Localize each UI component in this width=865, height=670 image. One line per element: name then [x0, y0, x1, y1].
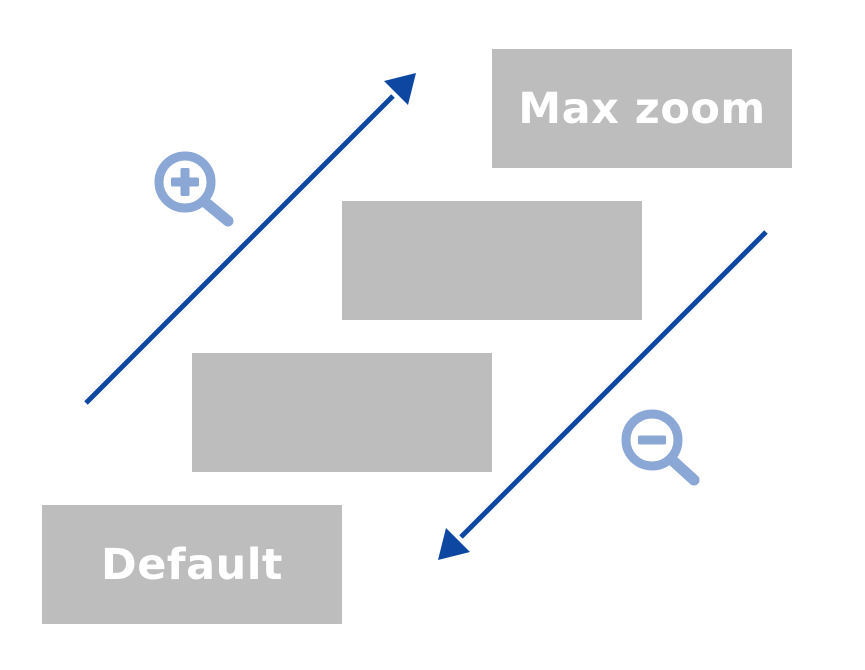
zoom-in-arrow: [84, 73, 416, 405]
default-zoom-level-box: Default: [42, 505, 342, 624]
max-zoom-level-box: Max zoom: [492, 49, 792, 168]
intermediate-zoom-level-box: [192, 353, 492, 472]
default-label: Default: [101, 539, 283, 590]
zoom-in-icon: [154, 151, 234, 227]
zoom-out-icon: [621, 409, 700, 486]
max-zoom-label: Max zoom: [518, 83, 766, 134]
intermediate-zoom-level-box: [342, 201, 642, 320]
zoom-out-arrow: [438, 230, 768, 560]
